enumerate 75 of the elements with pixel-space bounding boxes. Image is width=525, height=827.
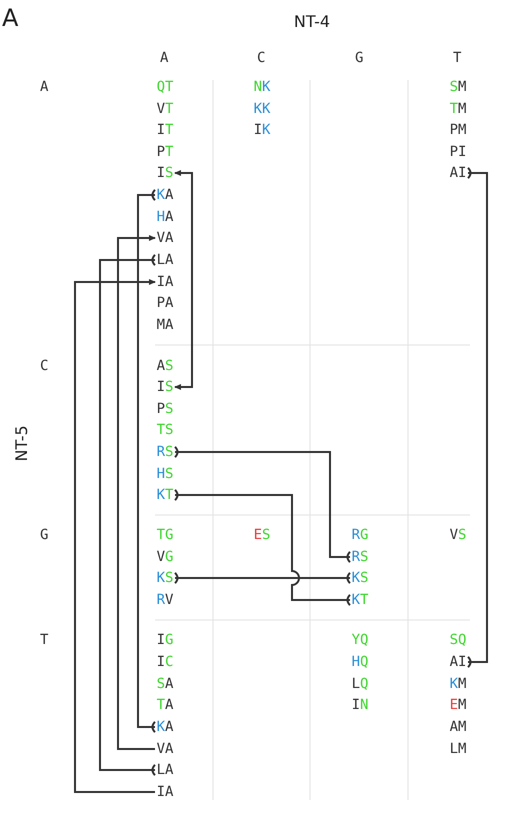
nucleotide-header: C [257, 49, 266, 67]
residue-pair: IA [156, 783, 174, 801]
panel-letter: A [2, 4, 18, 32]
nucleotide-header: A [40, 78, 48, 96]
residue-pair: KA [156, 186, 174, 204]
residue-pair: KM [449, 675, 467, 693]
residue-pair: QT [156, 78, 174, 96]
nucleotide-header: T [40, 631, 48, 649]
residue-pair: MA [156, 316, 174, 334]
nucleotide-header: T [453, 49, 462, 67]
residue-pair: HS [156, 465, 174, 483]
residue-pair: VS [449, 526, 467, 544]
residue-pair: SA [156, 675, 174, 693]
connector-line [174, 572, 351, 584]
nucleotide-header: G [355, 49, 364, 67]
residue-pair: TG [156, 526, 174, 544]
residue-pair: NK [253, 78, 271, 96]
connector-line [117, 234, 156, 750]
residue-pair: AS [156, 357, 174, 375]
connector-line [174, 446, 351, 564]
residue-pair: PM [449, 121, 467, 139]
connector-line [174, 488, 351, 606]
residue-pair: HQ [351, 653, 369, 671]
residue-pair: PS [156, 400, 174, 418]
residue-pair: YQ [351, 631, 369, 649]
residue-pair: IA [156, 273, 174, 291]
residue-pair: AI [449, 653, 467, 671]
residue-pair: IS [156, 164, 174, 182]
residue-pair: RS [351, 548, 369, 566]
residue-pair: IS [156, 378, 174, 396]
residue-pair: KT [351, 591, 369, 609]
residue-pair: VG [156, 548, 174, 566]
residue-pair: KT [156, 486, 174, 504]
nucleotide-header: G [40, 526, 48, 544]
residue-pair: IN [351, 696, 369, 714]
residue-pair: KS [351, 569, 369, 587]
residue-pair: VT [156, 100, 174, 118]
connector-line [467, 166, 488, 668]
residue-pair: KS [156, 569, 174, 587]
residue-pair: ES [253, 526, 271, 544]
connector-line [137, 188, 156, 734]
residue-pair: LM [449, 740, 467, 758]
residue-pair: TA [156, 696, 174, 714]
residue-pair: AI [449, 164, 467, 182]
residue-pair: LA [156, 761, 174, 779]
axis-title: NT-5 [12, 425, 32, 462]
residue-pair: IG [156, 631, 174, 649]
residue-pair: PI [449, 143, 467, 161]
connector-line [99, 254, 156, 776]
residue-pair: LA [156, 251, 174, 269]
residue-pair: PA [156, 294, 174, 312]
residue-pair: KK [253, 100, 271, 118]
residue-pair: SQ [449, 631, 467, 649]
connector-line [74, 278, 156, 793]
axis-title: NT-4 [294, 12, 330, 31]
residue-pair: TM [449, 100, 467, 118]
residue-pair: RS [156, 443, 174, 461]
residue-pair: TS [156, 421, 174, 439]
residue-pair: RG [351, 526, 369, 544]
residue-pair: IC [156, 653, 174, 671]
nucleotide-header: C [40, 357, 48, 375]
residue-pair: RV [156, 591, 174, 609]
residue-pair: PT [156, 143, 174, 161]
residue-pair: EM [449, 696, 467, 714]
residue-pair: IT [156, 121, 174, 139]
residue-pair: LQ [351, 675, 369, 693]
residue-pair: IK [253, 121, 271, 139]
residue-pair: VA [156, 740, 174, 758]
residue-pair: HA [156, 208, 174, 226]
residue-pair: KA [156, 718, 174, 736]
residue-pair: VA [156, 229, 174, 247]
residue-pair: AM [449, 718, 467, 736]
nucleotide-header: A [160, 49, 168, 67]
connector-line [174, 170, 193, 390]
residue-pair: SM [449, 78, 467, 96]
